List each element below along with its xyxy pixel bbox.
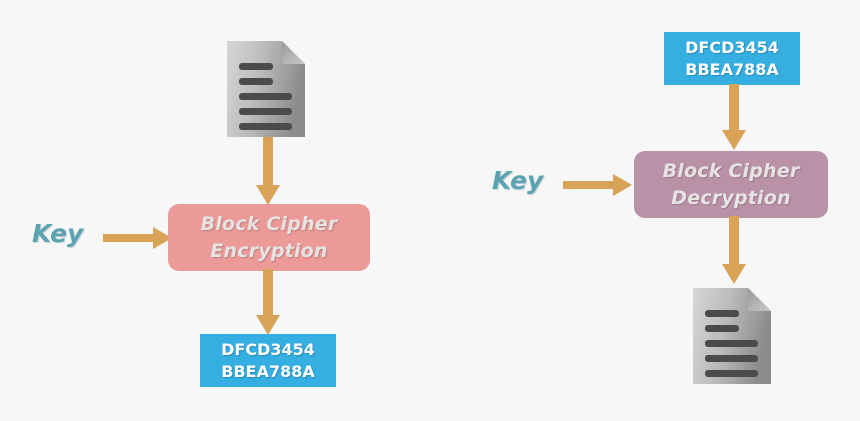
ciphertext-box-decryption-input: DFCD3454 BBEA788A — [664, 32, 800, 85]
block-cipher-decryption-box: Block Cipher Decryption — [634, 151, 828, 218]
decryption-label-line1: Block Cipher — [662, 159, 800, 182]
encryption-label-line1: Block Cipher — [200, 212, 338, 235]
right-arrow-icon — [563, 172, 633, 202]
ciphertext-box-encryption-output: DFCD3454 BBEA788A — [200, 334, 336, 387]
down-arrow-icon — [255, 137, 281, 211]
key-label-encryption: Key — [32, 219, 84, 248]
encryption-label-line2: Encryption — [210, 239, 328, 262]
ciphertext-line1: DFCD3454 — [685, 37, 779, 57]
down-arrow-icon — [721, 84, 747, 156]
ciphertext-line2: BBEA788A — [221, 361, 315, 381]
block-cipher-encryption-box: Block Cipher Encryption — [168, 204, 370, 271]
key-label-decryption: Key — [492, 166, 544, 195]
right-arrow-icon — [103, 225, 173, 255]
decryption-label-line2: Decryption — [671, 186, 791, 209]
ciphertext-line1: DFCD3454 — [221, 339, 315, 359]
down-arrow-icon — [255, 269, 281, 341]
document-icon — [688, 283, 776, 393]
document-icon — [222, 36, 310, 146]
ciphertext-line2: BBEA788A — [685, 59, 779, 79]
down-arrow-icon — [721, 216, 747, 290]
